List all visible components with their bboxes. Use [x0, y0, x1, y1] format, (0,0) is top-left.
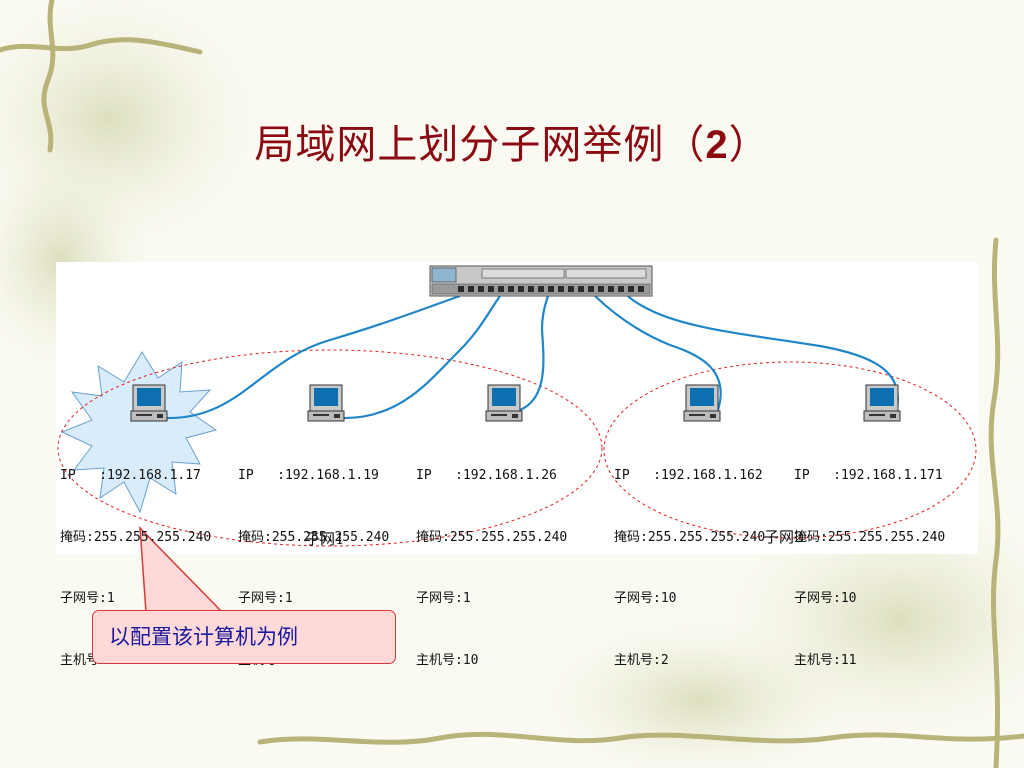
subnet-1-boundary [57, 349, 603, 547]
host-subnet-no: 子网号:10 [794, 591, 857, 606]
vine-top-left [0, 0, 203, 153]
desktop-computer-icon [130, 384, 168, 422]
host-config-5: IP :192.168.1.171 掩码:255.255.255.240 子网号… [794, 425, 945, 692]
host-host-no: 主机号:11 [794, 652, 857, 668]
host-mask: 掩码:255.255.255.240 [794, 529, 946, 545]
cable-host-3 [519, 295, 550, 412]
host-mask: 掩码:255.255.255.240 [60, 529, 212, 545]
callout-box: 以配置该计算机为例 [92, 610, 396, 664]
host-mask: 掩码:255.255.255.240 [614, 529, 766, 545]
host-host-no: 主机号:10 [416, 652, 479, 668]
host-ip: IP :192.168.1.19 [238, 468, 379, 483]
host-subnet-no: 子网号:1 [238, 591, 293, 606]
desktop-computer-icon [863, 384, 901, 422]
host-subnet-no: 子网号:10 [614, 591, 677, 606]
subnet-2-label: 子网2 [764, 528, 804, 546]
host-ip: IP :192.168.1.17 [60, 468, 201, 483]
network-cables [164, 294, 900, 420]
desktop-computer-icon [683, 384, 721, 422]
host-mask: 掩码:255.255.255.240 [238, 529, 390, 545]
vine-right [988, 237, 1001, 768]
page-title: 局域网上划分子网举例（2） [254, 122, 770, 168]
desktop-computer-icon [485, 384, 523, 422]
host-config-4: IP :192.168.1.162 掩码:255.255.255.240 子网号… [614, 425, 765, 692]
callout-text: 以配置该计算机为例 [109, 625, 298, 649]
highlight-burst [60, 351, 218, 514]
cable-host-4 [594, 295, 722, 411]
vine-bottom [257, 731, 1024, 745]
host-subnet-no: 子网号:1 [60, 591, 115, 606]
cable-host-2 [339, 295, 501, 420]
host-ip: IP :192.168.1.171 [794, 468, 943, 483]
host-ip: IP :192.168.1.26 [416, 468, 557, 483]
cable-host-1 [164, 294, 461, 420]
host-subnet-no: 子网号:1 [416, 591, 471, 606]
subnet-2-boundary [603, 361, 977, 539]
host-ip: IP :192.168.1.162 [614, 468, 763, 483]
cable-host-5 [627, 295, 900, 409]
host-config-1: IP :192.168.1.17 掩码:255.255.255.240 子网号:… [60, 425, 211, 692]
host-config-3: IP :192.168.1.26 掩码:255.255.255.240 子网号:… [416, 425, 567, 692]
host-host-no: 主机号:2 [614, 652, 669, 668]
subnet-1-label: 子网1 [305, 530, 345, 548]
network-switch-icon [429, 265, 653, 297]
host-mask: 掩码:255.255.255.240 [416, 529, 568, 545]
desktop-computer-icon [307, 384, 345, 422]
